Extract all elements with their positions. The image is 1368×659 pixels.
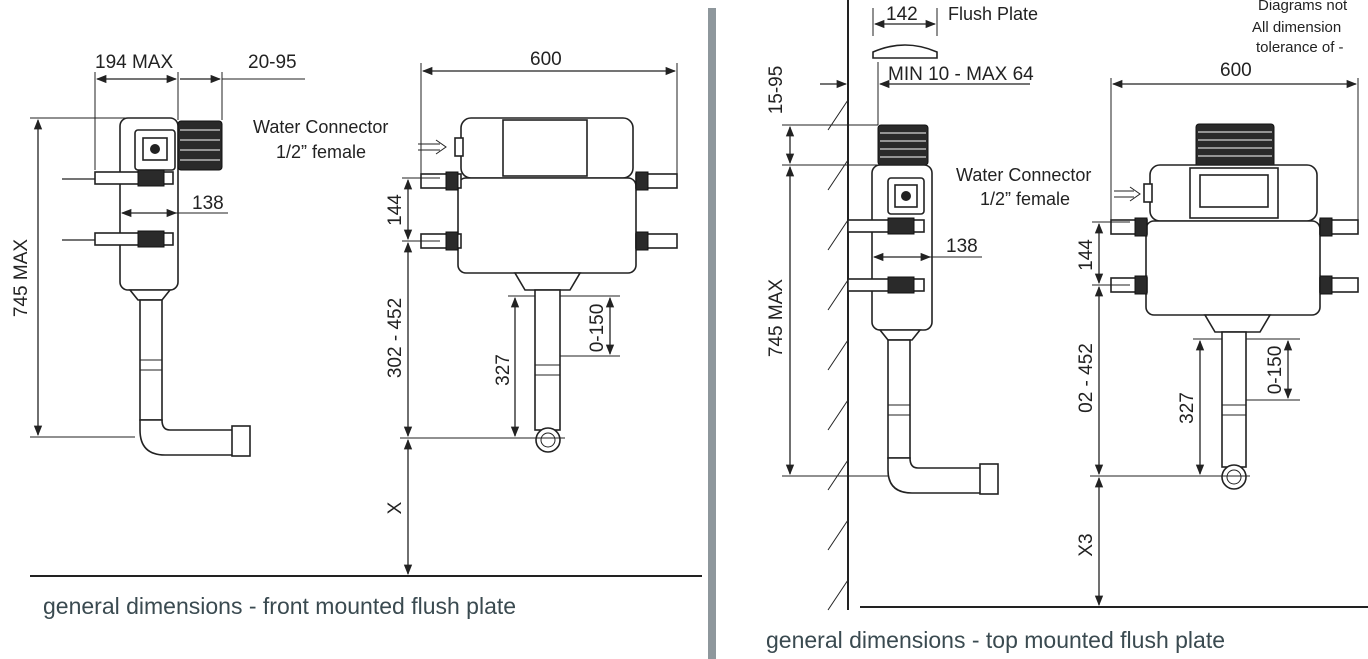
flush-plate-depth-block (177, 120, 223, 171)
pipe-label: 327 (493, 354, 514, 386)
water-connector-label-right: Water Connector (956, 165, 1091, 185)
note-line-3: tolerance of - (1256, 39, 1344, 56)
wall-offset-label: 15-95 (766, 66, 787, 115)
width-label: 600 (530, 49, 562, 70)
note-line-1: Diagrams not (1258, 0, 1348, 14)
floor-gap-label: X (385, 501, 406, 514)
left-panel: 194 MAX 20-95 745 MAX (11, 49, 702, 619)
flush-plate-label: Flush Plate (948, 4, 1038, 24)
height-max-label: 745 MAX (11, 239, 32, 317)
water-connector-size-right: 1/2” female (980, 189, 1070, 209)
cistern-front-view (418, 117, 678, 453)
bracket-spacing-label: 144 (385, 194, 406, 226)
cistern-side-view (62, 117, 251, 457)
right-panel: Diagrams not All dimension tolerance of … (766, 0, 1368, 653)
water-inlet-arrow-icon-right (1114, 186, 1141, 202)
water-inlet-arrow-icon (418, 139, 447, 155)
water-connector-size: 1/2” female (276, 142, 366, 162)
plate-width-label: 142 (886, 4, 918, 25)
plate-range-label: MIN 10 - MAX 64 (888, 64, 1034, 85)
body-depth-label-right: 138 (946, 236, 978, 257)
adjust-label: 20-95 (248, 52, 297, 73)
body-depth-label: 138 (192, 193, 224, 214)
pipe-adjust-label-right: 0-150 (1265, 346, 1286, 395)
cistern-front-view-right (1110, 123, 1359, 490)
bracket-spacing-label-right: 144 (1076, 239, 1097, 271)
floor-gap-label-right: X3 (1076, 533, 1097, 556)
height-max-label-right: 745 MAX (766, 279, 787, 357)
flush-plate-icon (872, 44, 938, 59)
water-connector-label: Water Connector (253, 117, 388, 137)
note-line-2: All dimension (1252, 19, 1341, 36)
width-label-right: 600 (1220, 60, 1252, 81)
left-caption: general dimensions - front mounted flush… (43, 593, 516, 619)
pipe-adjust-label: 0-150 (587, 304, 608, 353)
wall-hatching (827, 99, 849, 611)
depth-max-label: 194 MAX (95, 52, 173, 73)
cistern-side-view-right (847, 124, 999, 495)
outlet-range-label-right: 02 - 452 (1076, 343, 1097, 413)
panel-divider (708, 8, 716, 659)
pipe-label-right: 327 (1177, 392, 1198, 424)
outlet-range-label: 302 - 452 (385, 298, 406, 378)
right-caption: general dimensions - top mounted flush p… (766, 627, 1225, 653)
